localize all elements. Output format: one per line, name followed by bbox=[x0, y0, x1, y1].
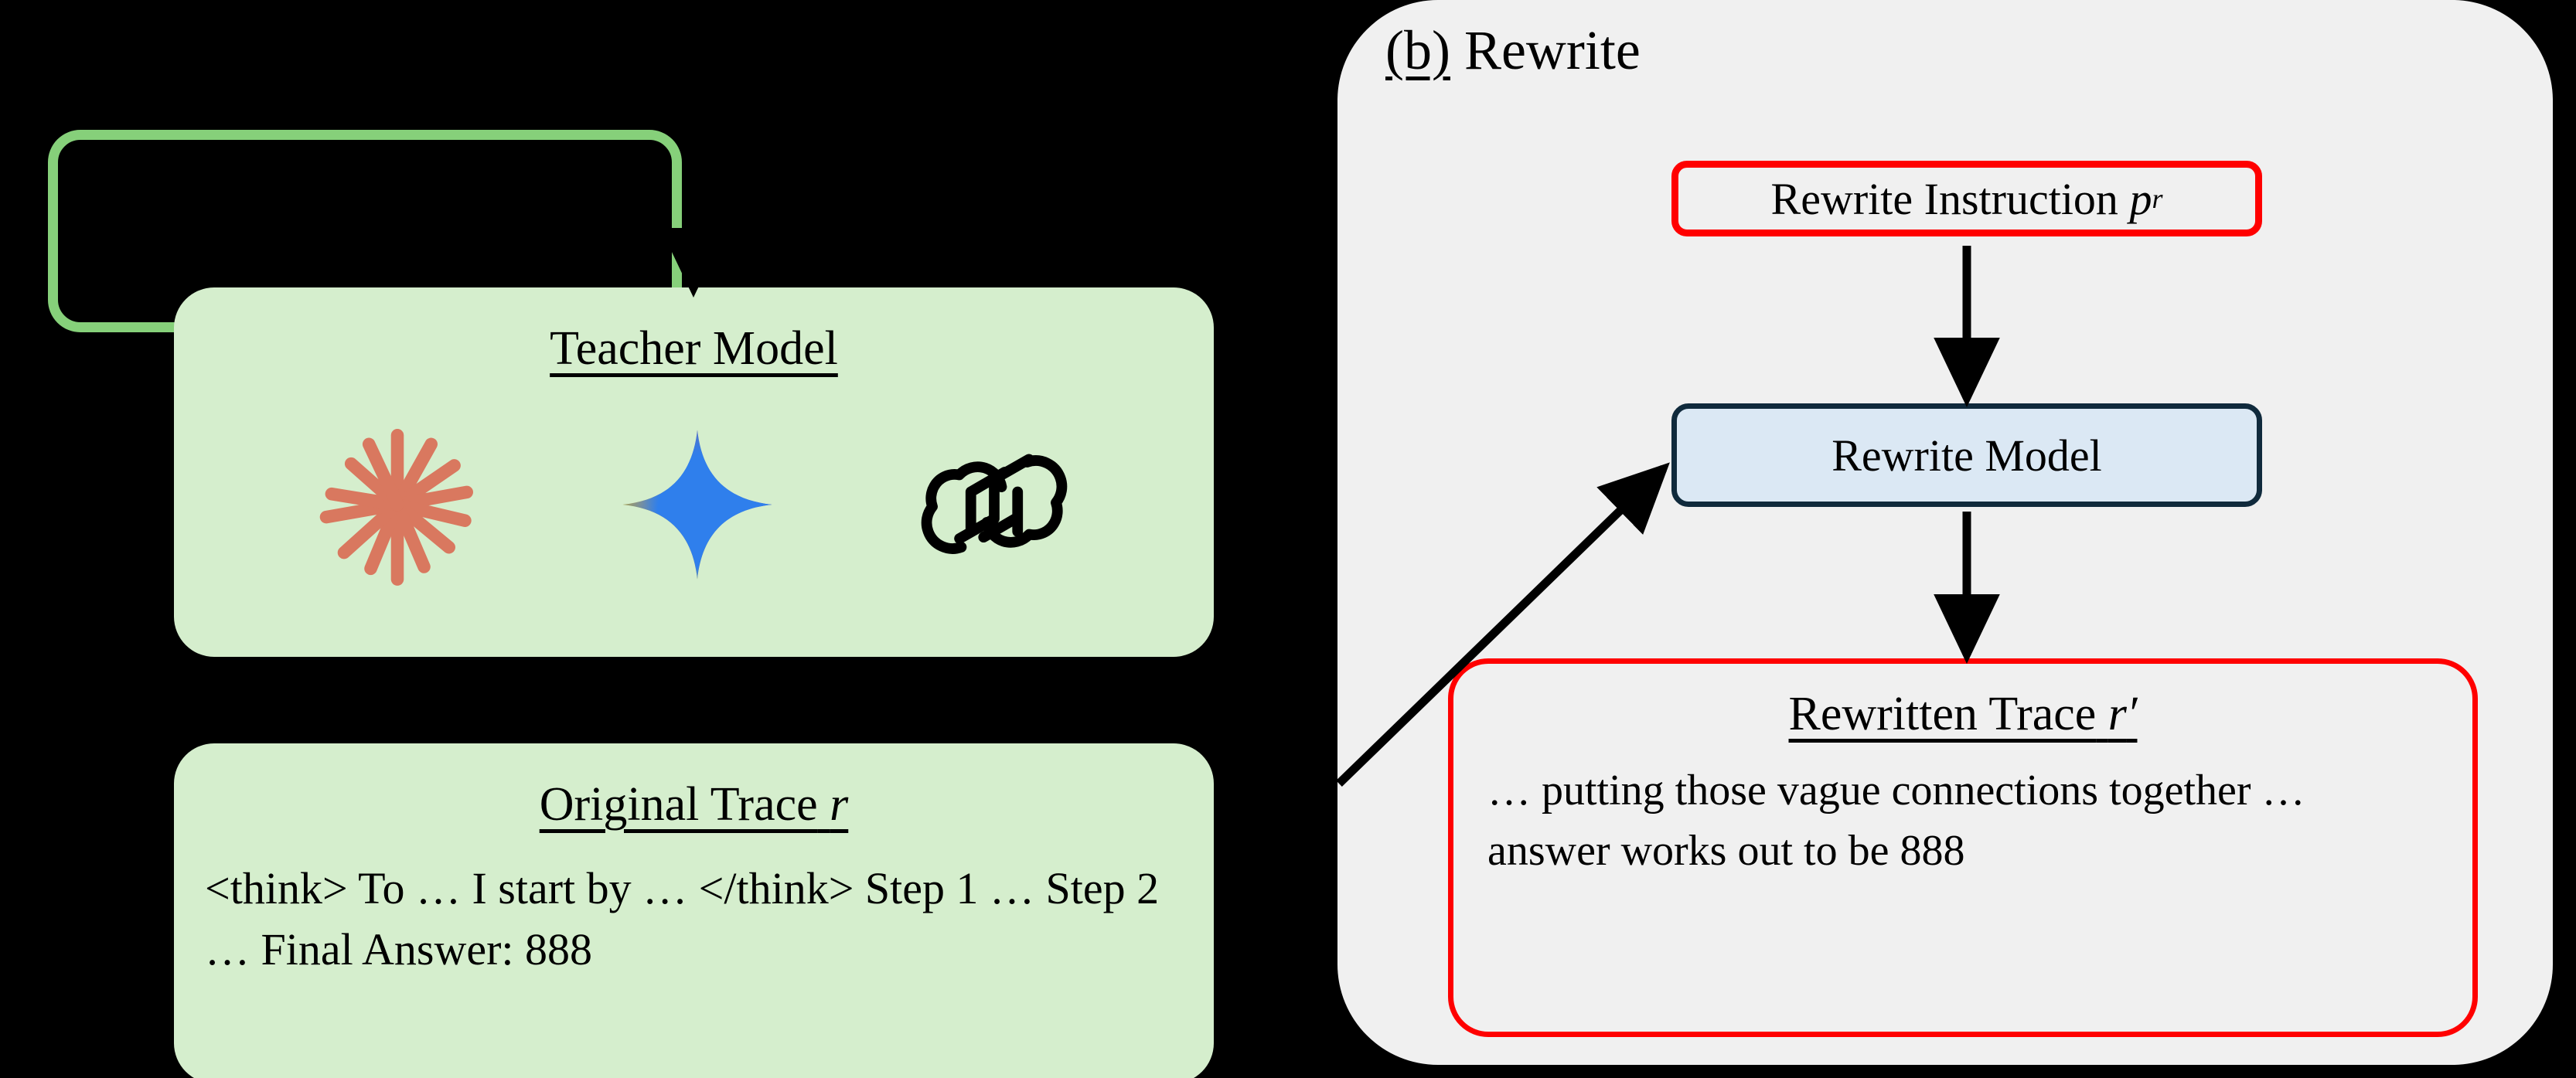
rewrite-instruction-text: Rewrite Instruction bbox=[1770, 173, 2118, 224]
original-trace-title: Original Trace r bbox=[174, 777, 1214, 832]
rewritten-trace-body: … putting those vague connections togeth… bbox=[1487, 767, 2305, 876]
original-trace-title-text: Original Trace bbox=[539, 778, 818, 831]
rewrite-model-box: Rewrite Model bbox=[1671, 403, 2262, 507]
rewritten-trace-box: Rewritten Trace r′ … putting those vague… bbox=[1448, 658, 2478, 1037]
rewrite-model-text: Rewrite Model bbox=[1831, 430, 2102, 481]
rewrite-instruction-subscript: r bbox=[2152, 183, 2163, 214]
rewrite-panel-title: Rewrite bbox=[1463, 19, 1641, 81]
original-trace-body: <think> To … I start by … </think> Step … bbox=[205, 863, 1160, 974]
claude-logo bbox=[308, 416, 486, 597]
teacher-model-logo-row bbox=[174, 416, 1214, 597]
original-trace-symbol: r bbox=[830, 778, 849, 831]
rewrite-panel-label: (b) Rewrite bbox=[1385, 19, 1641, 83]
original-trace-card: Original Trace r <think> To … I start by… bbox=[174, 743, 1214, 1078]
rewritten-trace-title: Rewritten Trace r′ bbox=[1453, 687, 2472, 742]
rewritten-trace-symbol: r bbox=[2107, 688, 2127, 740]
openai-logo bbox=[909, 420, 1079, 593]
teacher-model-title-text: Teacher Model bbox=[550, 322, 838, 375]
rewrite-instruction-symbol: p bbox=[2129, 173, 2152, 224]
gemini-logo bbox=[616, 423, 779, 590]
rewritten-trace-prime: ′ bbox=[2126, 688, 2138, 740]
rewrite-panel-tag: (b) bbox=[1385, 19, 1450, 81]
rewritten-trace-title-text: Rewritten Trace bbox=[1788, 688, 2097, 740]
teacher-model-card: Teacher Model bbox=[174, 287, 1214, 657]
teacher-model-title: Teacher Model bbox=[174, 321, 1214, 376]
